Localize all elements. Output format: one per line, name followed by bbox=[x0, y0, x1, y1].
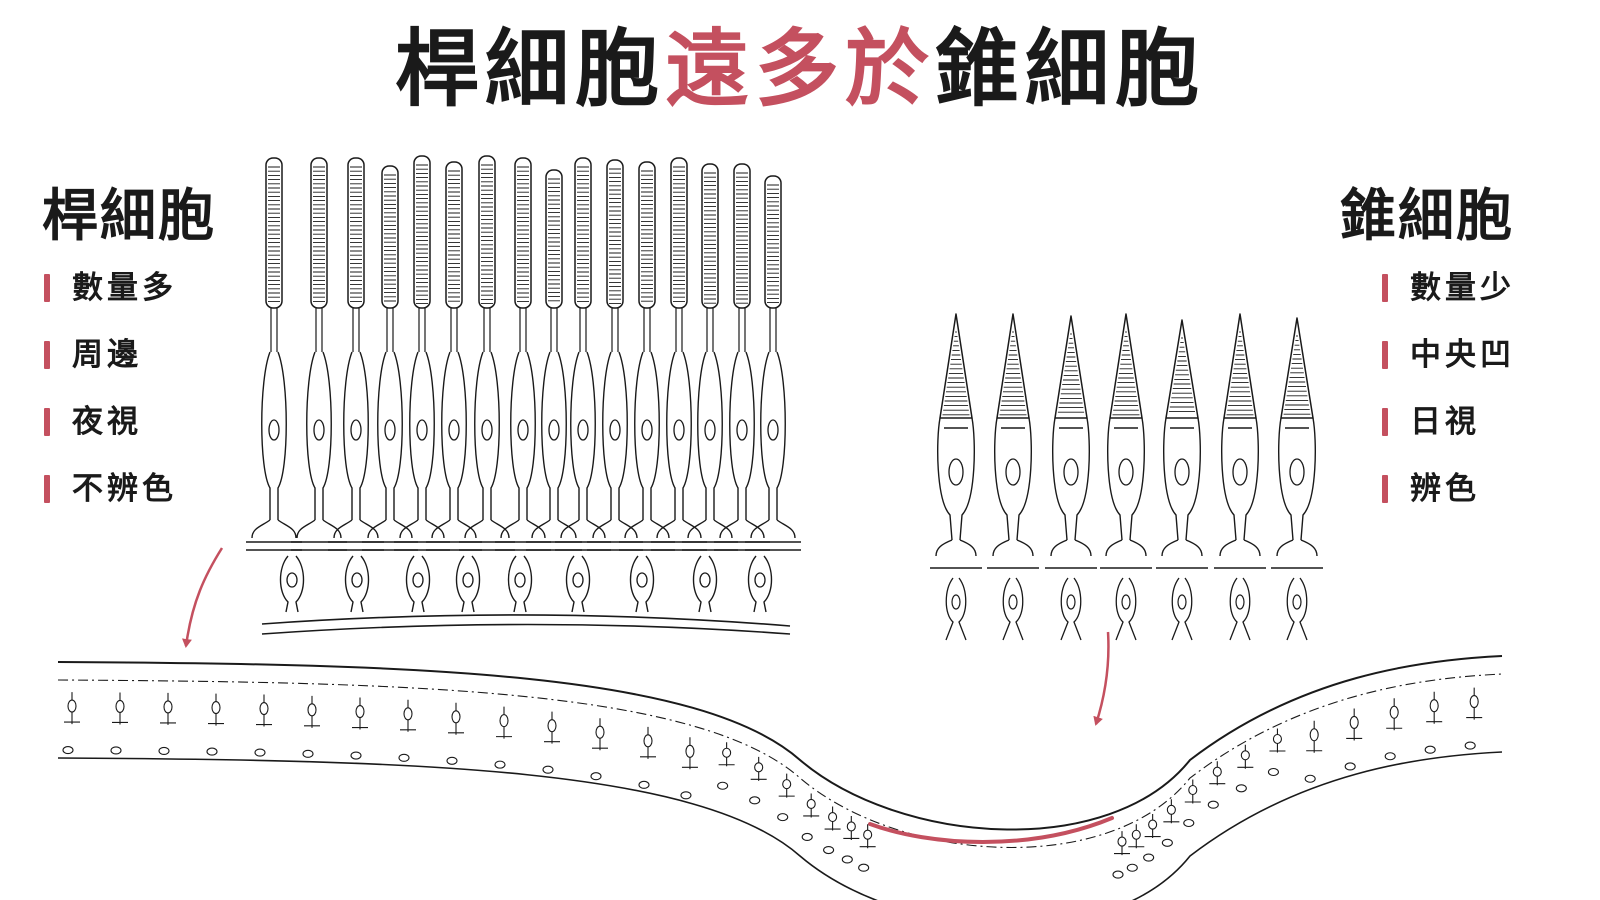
rod-cell-icon bbox=[394, 155, 450, 551]
retina-cell bbox=[158, 692, 176, 755]
retina-cell bbox=[717, 742, 735, 790]
cone-cell-icon bbox=[1214, 313, 1266, 641]
retina-cell bbox=[1235, 744, 1254, 793]
retina-cell bbox=[1183, 779, 1201, 828]
rod-feature-item: 數量多 bbox=[44, 264, 177, 331]
cone-cell-icon bbox=[1271, 317, 1323, 641]
retina-cell bbox=[1424, 691, 1443, 754]
cone-cells-group bbox=[930, 313, 1323, 641]
rod-cell-icon bbox=[246, 157, 302, 551]
retina-cell bbox=[302, 695, 320, 758]
retina-cell bbox=[777, 773, 795, 822]
retina-cell bbox=[1384, 698, 1403, 761]
rod-cell-icon bbox=[714, 163, 770, 551]
diagram-title: 桿細胞遠多於錐細胞 bbox=[0, 14, 1600, 124]
retina-cell bbox=[1207, 761, 1226, 809]
retina-cell bbox=[62, 692, 80, 755]
retina-cell bbox=[638, 726, 656, 789]
rod-feature-item: 夜視 bbox=[44, 398, 177, 465]
title-part-comparison: 遠多於 bbox=[664, 20, 935, 118]
cone-cell-icon bbox=[930, 313, 982, 641]
retina-cell bbox=[1464, 687, 1483, 750]
retina-cell bbox=[858, 824, 876, 872]
cone-feature-item: 辨色 bbox=[1382, 465, 1515, 532]
retina-cell bbox=[1344, 708, 1363, 771]
bipolar-cell bbox=[565, 555, 591, 613]
cone-feature-item: 日視 bbox=[1382, 398, 1515, 465]
bipolar-cell bbox=[279, 555, 305, 613]
cone-feature-item: 中央凹 bbox=[1382, 331, 1515, 398]
retina-cell bbox=[801, 793, 820, 842]
rod-cell-icon bbox=[495, 157, 551, 551]
retina-cell bbox=[1143, 814, 1161, 862]
title-part-cones: 錐細胞 bbox=[935, 20, 1206, 118]
bipolar-cell bbox=[455, 555, 481, 613]
retina-cell bbox=[398, 699, 416, 762]
retina-cell bbox=[749, 756, 767, 805]
curved-arrow-icon bbox=[181, 547, 224, 648]
rod-feature-list: 數量多 周邊 夜視 不辨色 bbox=[44, 264, 177, 532]
rod-cell-icon bbox=[651, 157, 707, 551]
rod-cell-icon bbox=[291, 157, 347, 551]
curved-arrow-icon bbox=[1093, 631, 1110, 726]
retina-cell bbox=[1126, 824, 1145, 872]
retina-cell bbox=[110, 692, 128, 755]
retina-cell bbox=[680, 737, 698, 800]
rod-cell-icon bbox=[362, 165, 418, 551]
retina-cell bbox=[542, 711, 560, 774]
retina-cell bbox=[350, 697, 368, 760]
rod-cell-icon bbox=[619, 161, 675, 551]
retina-cell bbox=[823, 806, 841, 855]
bipolar-cell bbox=[344, 555, 370, 613]
retina-cell bbox=[1161, 799, 1180, 847]
rod-feature-item: 不辨色 bbox=[44, 465, 177, 532]
rod-cell-icon bbox=[555, 157, 611, 551]
cone-heading: 錐細胞 bbox=[1340, 184, 1514, 249]
rod-feature-item: 周邊 bbox=[44, 331, 177, 398]
retina-cross-section bbox=[57, 655, 1503, 900]
rod-cells-group bbox=[246, 155, 801, 635]
rod-cell-icon bbox=[745, 175, 801, 551]
title-part-rods: 桿細胞 bbox=[394, 20, 665, 118]
rod-cell-icon bbox=[426, 161, 482, 551]
cone-cell-icon bbox=[1156, 319, 1208, 641]
rod-cell-icon bbox=[682, 163, 738, 551]
retina-cell bbox=[254, 694, 272, 757]
cone-cell-icon bbox=[1100, 313, 1152, 641]
bipolar-cell bbox=[629, 555, 655, 613]
bipolar-cell bbox=[507, 555, 533, 613]
retina-cell bbox=[206, 693, 224, 756]
retina-cell bbox=[1112, 831, 1130, 879]
bipolar-cell bbox=[747, 555, 773, 613]
rod-cell-icon bbox=[328, 157, 384, 551]
retina-cell bbox=[446, 702, 464, 765]
rod-heading: 桿細胞 bbox=[42, 184, 216, 249]
rod-cell-icon bbox=[526, 169, 582, 551]
rod-cell-icon bbox=[459, 155, 515, 551]
retina-cell bbox=[841, 815, 860, 864]
cone-feature-item: 數量少 bbox=[1382, 264, 1515, 331]
retina-cell bbox=[1267, 728, 1286, 777]
cone-cell-icon bbox=[987, 313, 1039, 641]
cone-feature-list: 數量少 中央凹 日視 辨色 bbox=[1382, 264, 1515, 532]
bipolar-cell bbox=[692, 555, 718, 613]
bipolar-cell bbox=[405, 555, 431, 613]
retina-cell bbox=[590, 718, 608, 781]
retina-cell bbox=[1304, 720, 1323, 783]
rod-cell-icon bbox=[587, 159, 643, 551]
cone-cell-icon bbox=[1045, 315, 1097, 641]
retina-cell bbox=[494, 706, 512, 769]
